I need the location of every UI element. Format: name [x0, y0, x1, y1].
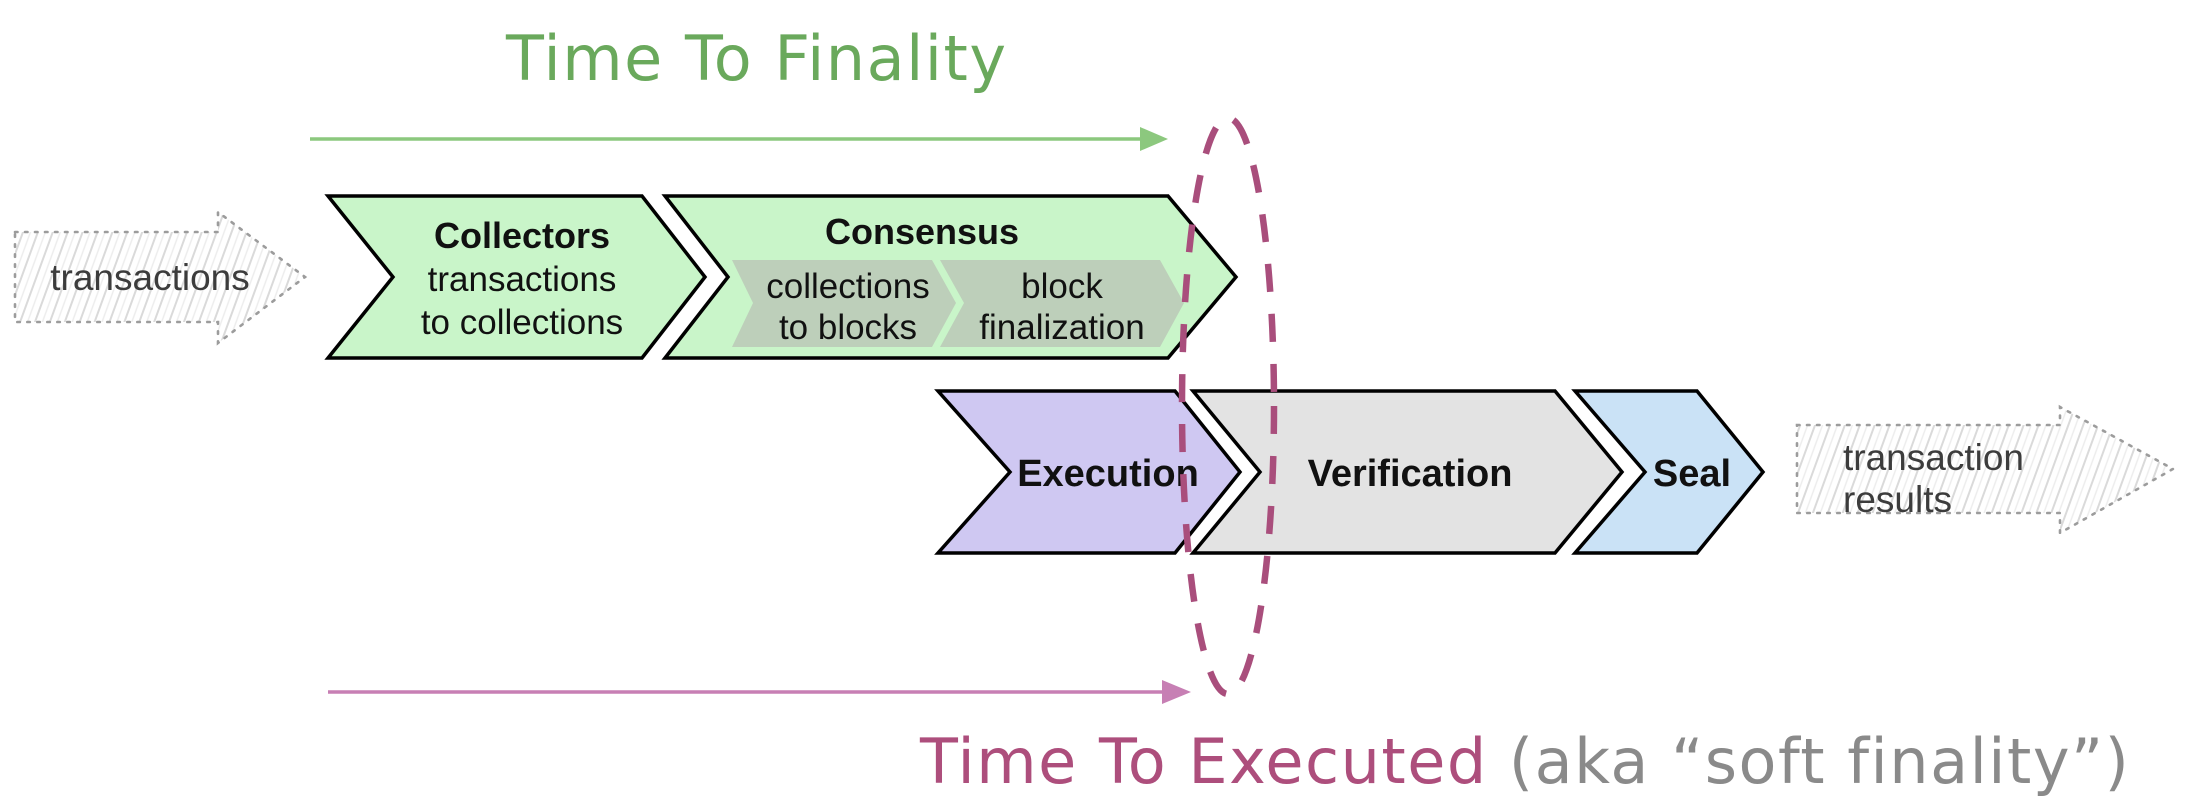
consensus-sub1-line1: collections — [766, 267, 929, 306]
seal-title: Seal — [1653, 453, 1731, 495]
time-to-executed-title: Time To Executed (aka “soft finality”) — [919, 725, 2130, 798]
time-to-executed-arrow — [328, 680, 1191, 704]
collectors-line2: to collections — [421, 303, 623, 342]
consensus-sub1-line2: to blocks — [779, 308, 917, 347]
finality-arrowhead-icon — [1140, 127, 1168, 151]
time-to-executed-title-suffix: (aka “soft finality”) — [1488, 725, 2131, 798]
time-to-executed-title-main: Time To Executed — [919, 725, 1488, 798]
verification-stage: Verification — [1174, 382, 1634, 562]
execution-stage: Execution — [934, 389, 1243, 555]
consensus-stage: Consensus collections to blocks block fi… — [647, 187, 1248, 367]
transactions-arrow-shape — [13, 209, 308, 346]
verification-chevron — [1189, 389, 1625, 555]
soft-finality-boundary-ellipse — [1178, 114, 1278, 698]
consensus-sub2-chevron — [940, 260, 1184, 347]
collectors-stage: Collectors transactions to collections — [324, 194, 708, 360]
seal-stage: Seal — [1556, 382, 1774, 562]
transaction-results-label-line2: results — [1843, 479, 1952, 520]
collectors-title: Collectors — [434, 215, 610, 256]
collectors-line1: transactions — [428, 260, 617, 299]
transaction-results-output-arrow: transaction results — [1795, 404, 2176, 536]
transaction-results-arrow-shape — [1795, 404, 2176, 536]
collectors-chevron — [324, 194, 708, 360]
time-to-finality-arrow — [310, 127, 1168, 151]
executed-arrowhead-icon — [1162, 680, 1191, 704]
execution-title: Execution — [1017, 453, 1199, 495]
seal-chevron — [1571, 389, 1766, 555]
consensus-title: Consensus — [825, 211, 1019, 252]
consensus-sub2-line2: finalization — [979, 308, 1144, 347]
execution-chevron — [934, 389, 1243, 555]
consensus-sub2-line1: block — [1021, 267, 1103, 306]
transactions-input-arrow: transactions — [13, 209, 308, 346]
transactions-arrow-label: transactions — [50, 257, 250, 298]
consensus-sub1-chevron — [732, 260, 956, 347]
transaction-results-label-line1: transaction — [1843, 437, 2024, 478]
verification-title: Verification — [1308, 453, 1513, 495]
time-to-finality-title: Time To Finality — [505, 22, 1008, 95]
